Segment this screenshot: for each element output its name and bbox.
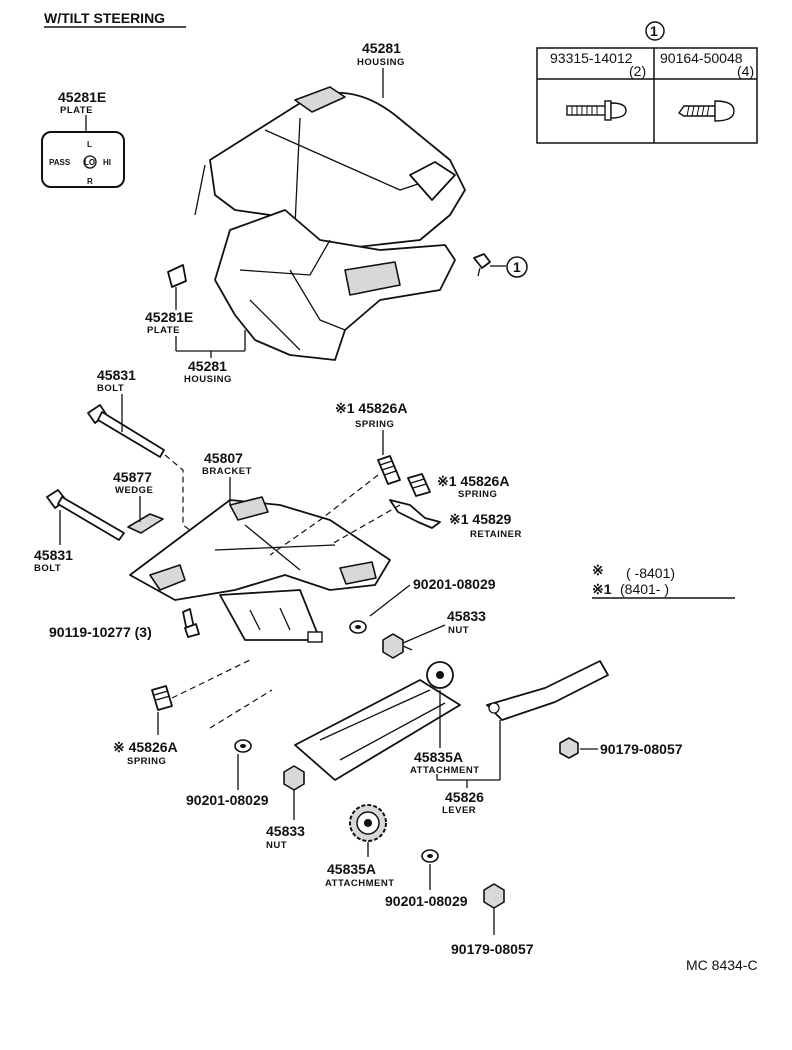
fastener-table: 1 93315-14012 (2) 90164-50048 (4) <box>536 21 758 144</box>
lower-bolt-name: BOLT <box>34 563 61 574</box>
spring-c-name: SPRING <box>127 756 166 767</box>
plate-inset-name: PLATE <box>60 105 93 116</box>
tilt-lock-assembly <box>294 661 461 781</box>
legend: ※ ( -8401) ※1 (8401- ) <box>592 562 735 599</box>
housing-top-name: HOUSING <box>357 57 405 68</box>
bracket-part-no: 45807 <box>204 450 243 466</box>
nut-a-name: NUT <box>448 625 469 636</box>
housing-top-part-no: 45281 <box>362 40 401 56</box>
retainer-part-no: ※1 45829 <box>449 511 512 527</box>
lower-bolt-part-no: 45831 <box>34 547 73 563</box>
plate-label-hi: HI <box>103 158 111 167</box>
spring-c-icon <box>151 685 173 711</box>
wedge-name: WEDGE <box>115 485 153 496</box>
housing-screw-icon <box>473 253 491 277</box>
attachment-b-icon <box>349 804 387 842</box>
nut-a-part-no: 45833 <box>447 608 486 624</box>
nut-d-part-no: 90179-08057 <box>451 941 534 957</box>
retainer-icon <box>389 499 441 529</box>
lever-name: LEVER <box>442 805 476 816</box>
attachment-b-name: ATTACHMENT <box>325 878 395 889</box>
housing-lower-name: HOUSING <box>184 374 232 385</box>
switch-plate-icon <box>41 131 125 188</box>
screw-ref-number: 1 <box>513 259 521 275</box>
flange-screw-icon <box>566 100 627 121</box>
nut-d-icon <box>483 883 505 909</box>
screw-ref-circle <box>506 256 528 278</box>
table-col1-part: 93315-14012 <box>550 50 633 66</box>
plate-lower-name: PLATE <box>147 325 180 336</box>
nut-c-name: NUT <box>266 840 287 851</box>
table-col2-qty: (4) <box>737 63 754 79</box>
diagram-code: MC 8434-C <box>686 957 758 973</box>
plate-label-pass: PASS <box>49 158 71 167</box>
plate-label-l: L <box>87 140 92 149</box>
wedge-icon <box>127 513 164 534</box>
legend-row1-range: ( -8401) <box>626 565 675 581</box>
attachment-b-part-no: 45835A <box>327 861 376 877</box>
upper-bolt-icon <box>87 404 211 546</box>
nut-b-icon <box>559 737 579 759</box>
washer-c-part-no: 90201-08029 <box>385 893 468 909</box>
washer-c-icon <box>421 849 439 863</box>
nut-c-part-no: 45833 <box>266 823 305 839</box>
table-ref-circle <box>645 21 665 41</box>
plate-inset-part-no: 45281E <box>58 89 106 105</box>
wedge-part-no: 45877 <box>113 469 152 485</box>
nut-c-icon <box>283 765 305 791</box>
washer-b-icon <box>234 739 252 753</box>
plate-label-lo: LO <box>84 158 95 167</box>
nut-a-icon <box>382 633 413 659</box>
screw-b-icon <box>182 608 200 638</box>
plate-inset: 45281E PLATE L PASS LO HI R <box>41 89 125 188</box>
spring-a-name: SPRING <box>355 419 394 430</box>
legend-row2-range: (8401- ) <box>620 581 669 597</box>
bracket-illustration <box>129 496 391 643</box>
pan-screw-icon <box>677 100 735 122</box>
attachment-a-part-no: 45835A <box>414 749 463 765</box>
screw-b-part-no: 90119-10277 (3) <box>49 624 152 640</box>
plate-label-r: R <box>87 177 93 186</box>
spring-a-part-no: ※1 45826A <box>335 400 407 416</box>
spring-b-name: SPRING <box>458 489 497 500</box>
housing-illustration <box>167 86 466 361</box>
spring-b-part-no: ※1 45826A <box>437 473 509 489</box>
spring-c-part-no: ※ 45826A <box>113 739 178 755</box>
lower-bolt-icon <box>46 489 125 541</box>
upper-bolt-name: BOLT <box>97 383 124 394</box>
diagram-title: W/TILT STEERING <box>44 10 165 26</box>
legend-row1-mark: ※ <box>592 562 604 578</box>
lever-arm-icon <box>486 660 609 721</box>
nut-b-part-no: 90179-08057 <box>600 741 683 757</box>
attachment-a-name: ATTACHMENT <box>410 765 480 776</box>
spring-a-icon <box>377 455 401 485</box>
table-ref-number: 1 <box>650 23 658 39</box>
table-col2-part: 90164-50048 <box>660 50 743 66</box>
housing-lower-part-no: 45281 <box>188 358 227 374</box>
table-col1-qty: (2) <box>629 63 646 79</box>
washer-a-part-no: 90201-08029 <box>413 576 496 592</box>
upper-bolt-part-no: 45831 <box>97 367 136 383</box>
plate-lower-part-no: 45281E <box>145 309 193 325</box>
spring-b-icon <box>407 473 431 497</box>
lever-part-no: 45826 <box>445 789 484 805</box>
retainer-name: RETAINER <box>470 529 522 540</box>
bracket-name: BRACKET <box>202 466 252 477</box>
washer-a-icon <box>349 620 367 634</box>
washer-b-part-no: 90201-08029 <box>186 792 269 808</box>
legend-row2-mark: ※1 <box>592 581 612 597</box>
